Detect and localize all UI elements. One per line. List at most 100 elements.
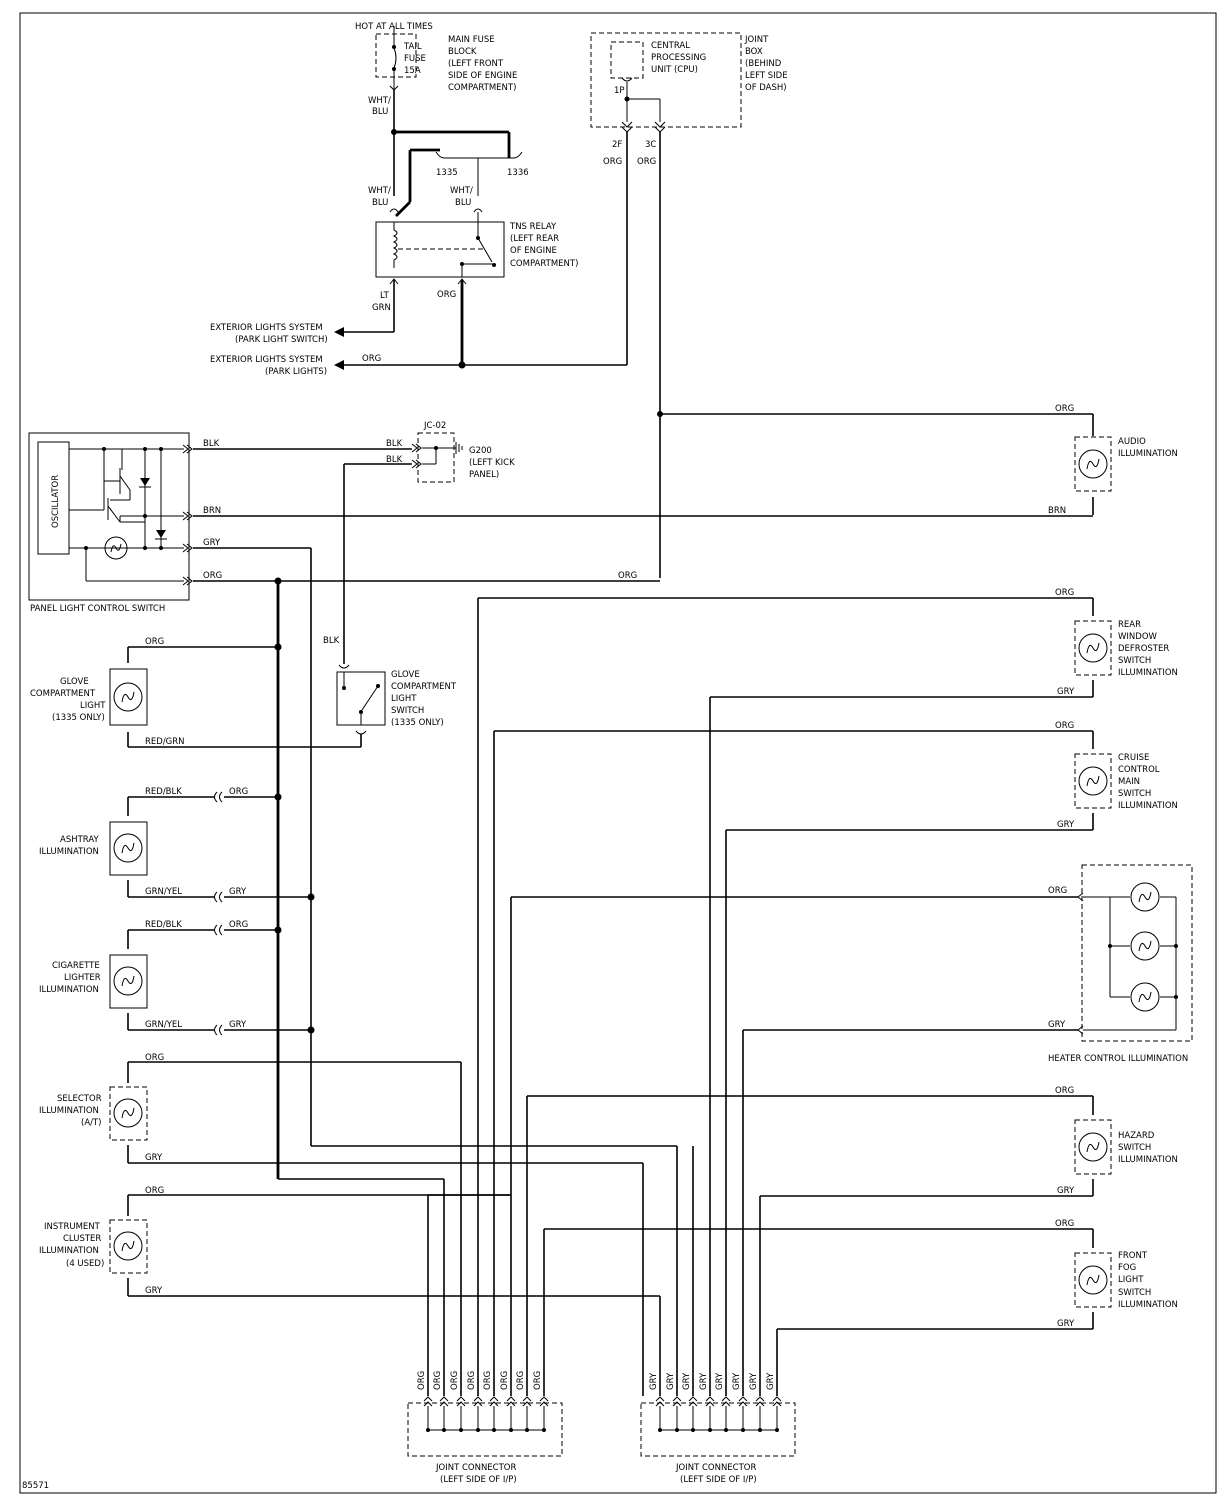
main-fuse-block-label: BLOCK [448,47,477,57]
main-fuse-block-label: MAIN FUSE [448,35,495,45]
cruise-label: CRUISE [1118,753,1149,763]
selector-label: SELECTOR [57,1094,102,1104]
bulb-filament [121,691,135,703]
connector-junction [724,1428,728,1432]
wire-color-label: GRY [732,1372,742,1390]
defroster-label: SWITCH [1118,656,1151,666]
figure-id: 85571 [22,1481,49,1491]
hazard-switch-illumination: ORG HAZARD SWITCH ILLUMINATION GRY [527,1086,1178,1197]
heater-lamp-box [1081,864,1193,1042]
joint-box-label: LEFT SIDE [745,71,788,81]
defroster-label: WINDOW [1118,632,1158,642]
connector-pin [423,1396,433,1407]
glove-light-label: LIGHT [80,701,106,711]
joint-connector-label: (LEFT SIDE OF I/P) [440,1475,517,1485]
bulb-filament [1138,940,1152,952]
wire-color-label: ORG [229,920,248,930]
panel-switch-box [28,432,190,601]
hazard-label: HAZARD [1118,1131,1155,1141]
connector-junction [758,1428,762,1432]
joint-connector-label: JOINT CONNECTOR [675,1463,756,1473]
wire-color-label: BLK [386,439,403,449]
wire-color-label: GRY [666,1372,676,1390]
wire-color-label: GRY [749,1372,759,1390]
connector-junction [525,1428,529,1432]
wire-color-label: GRY [229,887,247,897]
glove-compartment-switch: BLK BLK GLOVE COMPARTMENT LIGHT SWITCH (… [323,455,457,747]
joint-box-label: JOINT [744,35,769,45]
cluster-label: INSTRUMENT [44,1222,101,1232]
bulb-icon [1130,931,1160,961]
connector-junction [658,1428,662,1432]
tail-fuse-box [375,33,417,78]
defroster-label: REAR [1118,620,1141,630]
hazard-label: ILLUMINATION [1118,1155,1178,1165]
cpu-label: CENTRAL [651,41,690,51]
joint-connector-org-box [407,1402,563,1457]
glove-light-label: COMPARTMENT [30,689,96,699]
cruise-control-illumination: ORG CRUISE CONTROL MAIN SWITCH ILLUMINAT… [494,721,1178,831]
wire-color-label: GRY [766,1372,776,1390]
panel-switch-lamp [104,536,128,560]
fog-lamp-box [1074,1252,1112,1308]
connector-pin [522,1396,532,1407]
wire-color-label: BLK [203,439,220,449]
connector-pin [688,1396,698,1407]
wire-color-label: ORG [618,571,637,581]
heater-control-illumination: ORG GRY HEATER CONTROL ILLUMINATION [511,864,1193,1064]
jc02-label: JC-02 [423,421,446,431]
cluster-lamp-box [109,1219,148,1274]
main-fuse-block-label: (LEFT FRONT [448,59,504,69]
connector-junction [741,1428,745,1432]
cigarette-lamp-box [109,954,148,1009]
jc02-box [417,432,455,483]
glove-switch-label: COMPARTMENT [391,682,457,692]
g200-label: G200 [469,446,492,456]
joint-connector-label: (LEFT SIDE OF I/P) [680,1475,757,1485]
wire-color-label: ORG [362,354,381,364]
g200-label: PANEL) [469,470,499,480]
wire-color-label: ORG [516,1371,526,1390]
oscillator-label: OSCILLATOR [51,475,61,528]
glove-switch-label: LIGHT [391,694,417,704]
hazard-lamp-box [1074,1119,1112,1175]
connector-junction [476,1428,480,1432]
fog-light-switch-illumination: ORG FRONT FOG LIGHT SWITCH ILLUMINATION … [544,1219,1178,1330]
wire-color-label: BLU [455,198,471,208]
wire-color-label: GRY [145,1286,163,1296]
glove-switch-label: (1335 ONLY) [391,718,444,728]
bulb-icon [1078,449,1108,479]
wire-color-label: GRY [699,1372,709,1390]
exterior-lights-park-switch-label: (PARK LIGHT SWITCH) [235,335,328,345]
bulb-filament [121,1240,135,1252]
exterior-lights-park-lights-label: (PARK LIGHTS) [265,367,327,377]
glove-light-label: (1335 ONLY) [52,713,105,723]
cigarette-label: ILLUMINATION [39,985,99,995]
glove-switch-label: SWITCH [391,706,424,716]
cluster-label: (4 USED) [66,1259,104,1269]
selector-lamp-box [109,1086,148,1141]
connector-pin [738,1396,748,1407]
defroster-lamp-box [1074,620,1112,676]
wire-color-label: ORG [533,1371,543,1390]
wire-color-label: GRN [372,303,391,313]
wire-color-label: ORG [483,1371,493,1390]
wire-color-label: ORG [603,157,622,167]
wire-color-label: WHT/ [368,96,391,106]
connector-junction [509,1428,513,1432]
wire-color-label: GRN/YEL [145,887,182,897]
wire-color-label: GRY [1057,1319,1075,1329]
connector-pin [456,1396,466,1407]
bulb-filament [1138,991,1152,1003]
pin-label: 1P [614,86,625,96]
bulb-filament [121,842,135,854]
bulb-icon [1078,1265,1108,1295]
bulb-icon [1078,766,1108,796]
cigarette-label: CIGARETTE [52,961,100,971]
bulb-filament [1086,1141,1100,1153]
wire-color-label: BRN [203,506,221,516]
wire-color-label: ORG [500,1371,510,1390]
cpu-label: UNIT (CPU) [651,65,698,75]
connector-pin [506,1396,516,1407]
diagram-frame [19,12,1217,1494]
